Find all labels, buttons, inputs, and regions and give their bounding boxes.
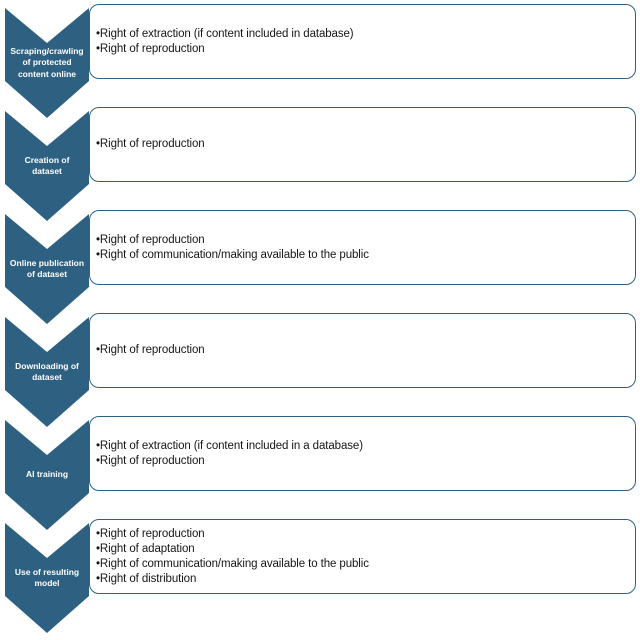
bullet-line: •Right of adaptation (96, 542, 195, 555)
step-label: Creation of dataset (24, 154, 70, 176)
bullet-line: •Right of reproduction (96, 344, 205, 356)
bullet-line: •Right of reproduction (96, 527, 205, 540)
flow-step-ai-training: •Right of extraction (if content include… (5, 416, 636, 530)
step-label: Scraping/crawling of protected content o… (10, 46, 84, 79)
bullet-line: •Right of reproduction (96, 233, 205, 246)
bullet-line: •Right of distribution (96, 572, 197, 585)
flow-step-downloading: •Right of reproduction Downloading of da… (5, 313, 636, 427)
flow-step-online-publication: •Right of reproduction •Right of communi… (5, 210, 636, 324)
chevron-down-arrow: Downloading of dataset (5, 317, 89, 427)
bullet-line: •Right of communication/making available… (96, 557, 369, 570)
bullet-line: •Right of communication/making available… (96, 248, 369, 261)
rights-box: •Right of extraction (if content include… (89, 4, 636, 79)
chevron-down-arrow: Scraping/crawling of protected content o… (5, 8, 89, 118)
chevron-down-arrow: Online publication of dataset (5, 214, 89, 324)
bullet-line: •Right of extraction (if content include… (96, 27, 354, 40)
rights-box: •Right of reproduction (89, 107, 636, 182)
step-label: Use of resulting model (14, 566, 80, 588)
chevron-down-arrow: Use of resulting model (5, 523, 89, 633)
rights-box: •Right of extraction (if content include… (89, 416, 636, 491)
flow-step-use-of-model: •Right of reproduction •Right of adaptat… (5, 519, 636, 633)
chevron-down-arrow: AI training (5, 420, 89, 530)
bullet-line: •Right of reproduction (96, 42, 205, 55)
step-label: Online publication of dataset (9, 257, 85, 279)
rights-box: •Right of reproduction •Right of communi… (89, 210, 636, 285)
chevron-down-arrow: Creation of dataset (5, 111, 89, 221)
flow-step-scraping: •Right of extraction (if content include… (5, 4, 636, 118)
bullet-line: •Right of extraction (if content include… (96, 439, 363, 452)
bullet-line: •Right of reproduction (96, 138, 205, 150)
bullet-line: •Right of reproduction (96, 454, 205, 467)
step-label: Downloading of dataset (15, 360, 79, 382)
step-label: AI training (25, 469, 69, 480)
rights-box: •Right of reproduction •Right of adaptat… (89, 519, 636, 594)
rights-box: •Right of reproduction (89, 313, 636, 388)
flow-step-creation-of-dataset: •Right of reproduction Creation of datas… (5, 107, 636, 221)
